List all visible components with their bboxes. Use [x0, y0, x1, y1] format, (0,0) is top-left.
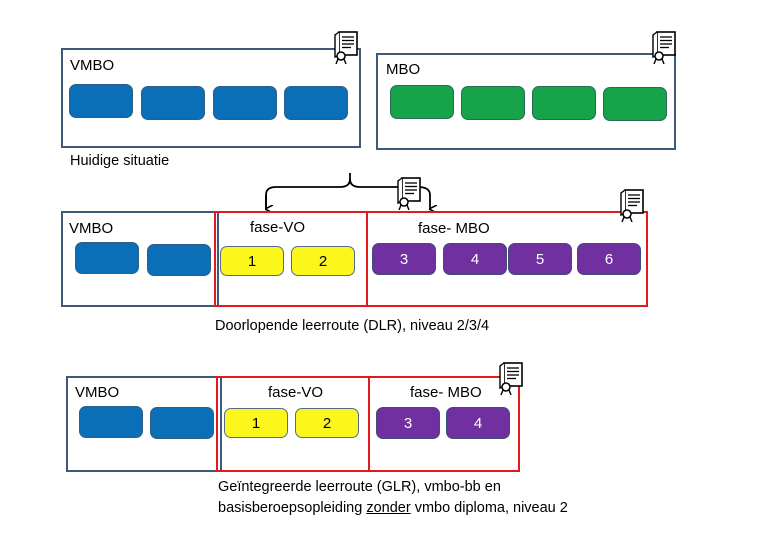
dlr-mbo-block-3: 3 — [372, 243, 436, 275]
vmbo-current-block — [213, 86, 277, 120]
glr-vo-block-2: 2 — [295, 408, 359, 438]
transition-arrows — [240, 173, 450, 215]
diploma-icon — [618, 188, 648, 222]
glr-fase-mbo-box — [368, 376, 520, 472]
caption-glr-line2-post: vmbo diploma, niveau 2 — [410, 500, 568, 516]
glr-vo-block-1: 1 — [224, 408, 288, 438]
caption-current-situation: Huidige situatie — [70, 153, 170, 169]
glr-fase-mbo-label: fase- MBO — [410, 384, 482, 401]
vmbo-current-block — [69, 84, 133, 118]
caption-glr-line1: Geïntegreerde leerroute (GLR), vmbo-bb e… — [218, 479, 501, 495]
glr-vmbo-block — [150, 407, 214, 439]
dlr-vmbo-block — [147, 244, 211, 276]
vmbo-current-label: VMBO — [70, 57, 115, 74]
dlr-vmbo-block — [75, 242, 139, 274]
dlr-mbo-block-6: 6 — [577, 243, 641, 275]
diploma-icon — [650, 30, 680, 64]
caption-glr-line2: basisberoepsopleiding zonder vmbo diplom… — [218, 498, 568, 518]
caption-dlr: Doorlopende leerroute (DLR), niveau 2/3/… — [215, 318, 490, 334]
dlr-mbo-block-5: 5 — [508, 243, 572, 275]
dlr-fase-mbo-box — [366, 211, 648, 307]
mbo-current-label: MBO — [386, 61, 421, 78]
mbo-current-block — [390, 85, 454, 119]
mbo-current-block — [532, 86, 596, 120]
caption-glr-underlined: zonder — [366, 500, 411, 516]
glr-mbo-block-3: 3 — [376, 407, 440, 439]
mbo-current-block — [461, 86, 525, 120]
diploma-icon — [395, 176, 425, 210]
dlr-vo-block-1: 1 — [220, 246, 284, 276]
diploma-icon — [497, 361, 527, 395]
glr-vmbo-label: VMBO — [75, 384, 120, 401]
glr-mbo-block-4: 4 — [446, 407, 510, 439]
dlr-vo-block-2: 2 — [291, 246, 355, 276]
diploma-icon — [332, 30, 362, 64]
vmbo-current-block — [284, 86, 348, 120]
caption-glr-line2-pre: basisberoepsopleiding — [218, 500, 367, 516]
glr-vmbo-block — [79, 406, 143, 438]
dlr-mbo-block-4: 4 — [443, 243, 507, 275]
dlr-vmbo-label: VMBO — [69, 220, 114, 237]
dlr-fase-mbo-label: fase- MBO — [418, 220, 490, 237]
dlr-fase-vo-label: fase-VO — [250, 219, 306, 236]
vmbo-current-block — [141, 86, 205, 120]
glr-fase-vo-label: fase-VO — [268, 384, 324, 401]
mbo-current-block — [603, 87, 667, 121]
